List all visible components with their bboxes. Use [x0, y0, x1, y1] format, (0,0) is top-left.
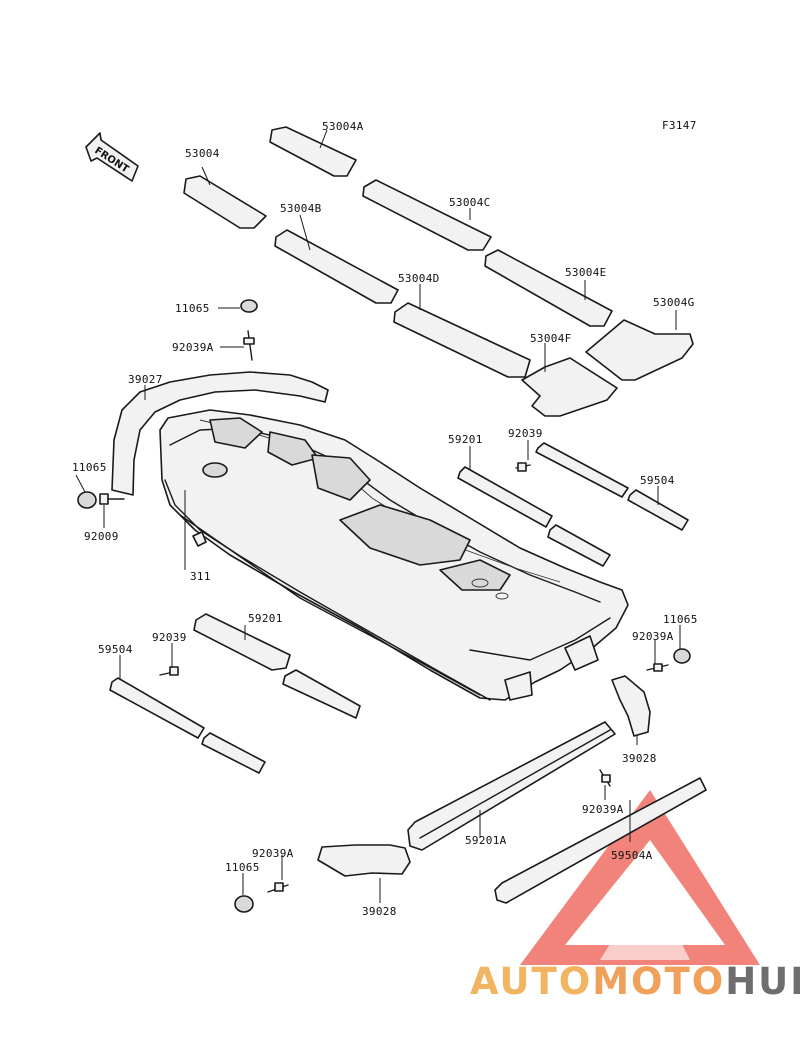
mat-53004C — [362, 179, 492, 251]
label-53004B: 53004B — [280, 202, 322, 215]
label-92039-left: 92039 — [152, 631, 187, 644]
leader-lines — [75, 129, 681, 903]
bolt-92039-right — [515, 462, 531, 472]
cap-11065-bottom — [234, 895, 254, 913]
mat-53004D — [393, 302, 531, 378]
rail-59201A — [407, 721, 616, 851]
label-53004G: 53004G — [653, 296, 695, 309]
bolt-92009 — [99, 493, 125, 505]
strip-59504A — [494, 777, 707, 904]
rail-59201-left — [193, 613, 361, 719]
label-92009: 92009 — [84, 530, 119, 543]
label-59201A: 59201A — [465, 834, 507, 847]
label-59201-right: 59201 — [448, 433, 483, 446]
label-59504-left: 59504 — [98, 643, 133, 656]
bolt-92039A-mid — [599, 769, 611, 787]
front-arrow-icon: FRONT — [85, 132, 139, 182]
cap-11065-right — [673, 648, 691, 664]
label-53004C: 53004C — [449, 196, 491, 209]
bolt-92039A-top — [243, 330, 255, 361]
label-11065-top: 11065 — [175, 302, 210, 315]
cap-11065-top — [240, 299, 258, 313]
label-53004A: 53004A — [322, 120, 364, 133]
watermark-logo — [520, 790, 760, 965]
bumper-39028-right — [611, 675, 651, 737]
mat-53004G — [585, 319, 694, 381]
label-39028-right: 39028 — [622, 752, 657, 765]
mat-53004B — [274, 229, 399, 304]
label-53004: 53004 — [185, 147, 220, 160]
nut-311 — [192, 531, 207, 547]
hull-body — [159, 409, 629, 701]
watermark-part-moto: MOTO — [592, 960, 726, 1003]
label-11065-left: 11065 — [72, 461, 107, 474]
bolt-92039A-right — [646, 663, 669, 672]
bolt-92039-left — [159, 666, 179, 676]
label-92039A-right: 92039A — [632, 630, 674, 643]
mat-53004E — [484, 249, 613, 327]
rail-59504-left — [109, 677, 266, 774]
label-92039A-top: 92039A — [172, 341, 214, 354]
cap-11065-left — [77, 491, 97, 509]
label-53004E: 53004E — [565, 266, 607, 279]
label-59201-left: 59201 — [248, 612, 283, 625]
mat-53004A — [269, 126, 357, 177]
label-59504-right: 59504 — [640, 474, 675, 487]
rail-59201-right — [457, 466, 611, 567]
label-59504A: 59504A — [611, 849, 653, 862]
figure-code: F3147 — [662, 119, 697, 132]
watermark-part-auto: AUTO — [470, 960, 593, 1003]
rail-59504-right — [535, 442, 689, 531]
label-11065-right: 11065 — [663, 613, 698, 626]
label-53004D: 53004D — [398, 272, 440, 285]
label-39028-bottom: 39028 — [362, 905, 397, 918]
label-92039-right: 92039 — [508, 427, 543, 440]
label-11065-bottom: 11065 — [225, 861, 260, 874]
mat-53004F — [521, 357, 618, 417]
watermark-text: AUTOMOTOHUB — [470, 960, 800, 1003]
label-53004F: 53004F — [530, 332, 572, 345]
label-311: 311 — [190, 570, 211, 583]
watermark-part-hub: HUB — [725, 960, 800, 1003]
bumper-39028-bottom — [317, 844, 411, 877]
label-92039A-bottom: 92039A — [252, 847, 294, 860]
mat-53004 — [183, 175, 267, 229]
label-92039A-mid: 92039A — [582, 803, 624, 816]
label-39027: 39027 — [128, 373, 163, 386]
bolt-92039A-bottom — [267, 882, 289, 893]
